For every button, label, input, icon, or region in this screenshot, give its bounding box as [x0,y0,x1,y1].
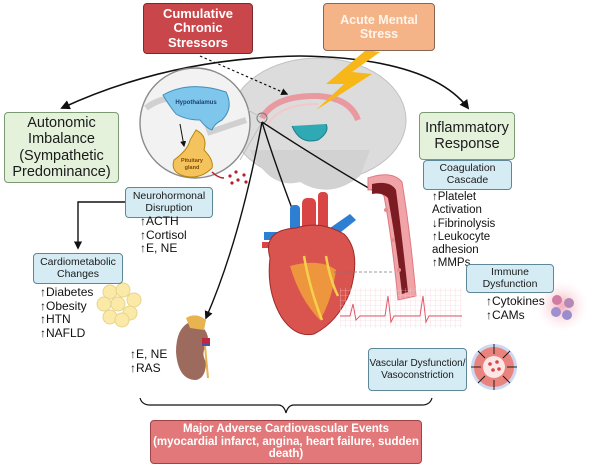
arc-to-autonomic [60,55,301,110]
vascular-title: Vascular Dysfunction/ Vasoconstriction [369,358,466,381]
coagulation-cascade-box: Coagulation Cascade [423,160,512,190]
list-item: ↑RAS [130,360,161,375]
immune-title: Immune Dysfunction [482,265,538,290]
list-item: Activation [432,204,482,217]
acute-stress-box: Acute Mental Stress [323,3,435,51]
coagulation-title: Coagulation Cascade [439,162,496,186]
hypothalamus-inset: Hypothalamus Pituitary gland [139,67,263,179]
list-item: ↑Platelet [432,191,477,203]
hypothalamus-label: Hypothalamus [175,100,217,106]
lightning-bolt-icon [316,50,380,110]
hormone-particles [211,170,248,185]
kidney-illustration [176,315,210,380]
mace-outcome-box: Major Adverse Cardiovascular Events (myo… [150,420,422,464]
inflammatory-response-label: Inflammatory Response [425,119,509,152]
chronic-stressor-arrow [199,55,289,95]
cardiometabolic-title: Cardiometabolic Changes [40,255,116,280]
ecg-trace [340,288,462,328]
inflammatory-response-box: Inflammatory Response [419,112,515,160]
neurohormonal-title: Neurohormonal Disruption [132,189,206,214]
chronic-stressors-box: Cumulative Chronic Stressors [143,3,253,54]
list-item: ↑NAFLD [40,325,86,340]
list-item: ↓Fibrinolysis [432,217,496,230]
cardiometabolic-changes-box: Cardiometabolic Changes [33,253,123,284]
outcome-brace [139,397,433,414]
immune-dysfunction-box: Immune Dysfunction [466,264,554,293]
heart-illustration [262,192,356,336]
immune-list: ↑Cytokines ↑CAMs [486,294,545,322]
list-item: ↑E, NE [130,347,168,361]
svg-text:Pituitary: Pituitary [181,158,204,164]
autonomic-imbalance-label: Autonomic Imbalance (Sympathetic Predomi… [12,115,111,180]
chronic-stressors-label: Cumulative Chronic Stressors [162,5,234,50]
autonomic-imbalance-box: Autonomic Imbalance (Sympathetic Predomi… [4,112,119,183]
arc-to-inflammatory [299,55,470,110]
list-item: ↑ACTH [140,214,179,228]
list-item: ↑Cortisol [140,227,187,242]
adipocytes-illustration [96,282,142,328]
vasoconstriction-illustration [471,344,517,390]
immune-cells-illustration [536,280,588,332]
mace-title: Major Adverse Cardiovascular Events [182,422,390,435]
mace-detail: (myocardial infarct, angina, heart failu… [153,435,419,461]
list-item: ↑CAMs [486,307,525,322]
neurohormonal-disruption-box: Neurohormonal Disruption [125,187,213,218]
neurohormonal-list: ↑ACTH ↑Cortisol ↑E, NE [140,214,187,256]
list-item: ↑Obesity [40,298,87,313]
coagulation-list: ↑Platelet Activation ↓Fibrinolysis ↑Leuk… [432,191,495,271]
list-item: ↑Cytokines [486,294,545,308]
list-item: adhesion [432,244,479,257]
vascular-dysfunction-box: Vascular Dysfunction/ Vasoconstriction [368,348,467,391]
list-item: ↑Diabetes [40,285,94,299]
kidney-effects-list: ↑E, NE ↑RAS [130,347,168,375]
svg-text:gland: gland [185,165,200,171]
list-item: ↑Leukocyte [432,230,491,243]
cardiometabolic-list: ↑Diabetes ↑Obesity ↑HTN ↑NAFLD [40,285,94,340]
list-item: ↑HTN [40,312,71,326]
brain-illustration [229,57,407,190]
acute-stress-label: Acute Mental Stress [340,13,418,41]
list-item: ↑E, NE [140,241,178,255]
list-item: ↑MMPs [432,257,471,270]
